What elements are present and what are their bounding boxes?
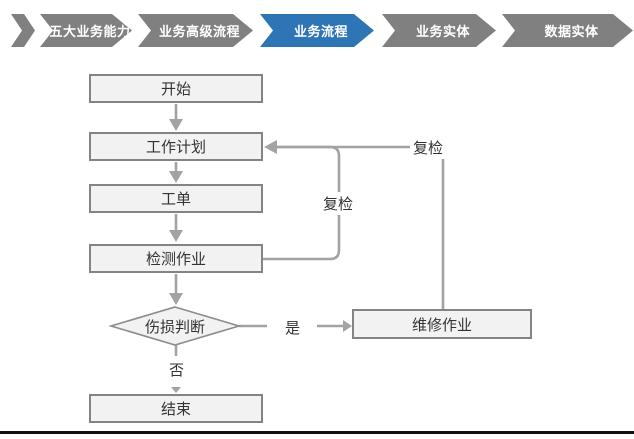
arrowhead-to-workplan [169, 119, 183, 131]
nav-step-data-entity[interactable]: 数据实体 [502, 14, 633, 47]
edge-label-no: 否 [166, 358, 188, 381]
edge-label-recheck-outer: 复检 [410, 136, 447, 159]
chevron-lead-icon [11, 14, 35, 47]
arrowhead-to-end [171, 387, 181, 393]
edge-label-recheck-inner: 复检 [320, 192, 357, 215]
arrowhead-to-decision [169, 293, 183, 305]
node-repair: 维修作业 [352, 309, 532, 339]
node-damage-decision-label: 伤损判断 [144, 318, 205, 336]
edge-label-yes: 是 [282, 316, 304, 339]
node-work-plan: 工作计划 [89, 132, 263, 161]
nav-step-business-entity[interactable]: 业务实体 [382, 14, 496, 47]
node-work-order: 工单 [89, 184, 263, 213]
arrowhead-to-repair [343, 320, 352, 332]
nav-step-business-process[interactable]: 业务流程 [260, 14, 374, 47]
arrowhead-to-workorder [169, 171, 183, 183]
node-end: 结束 [89, 394, 263, 423]
bottom-divider [0, 431, 634, 434]
arrowhead-recheck-to-workplan [264, 140, 277, 154]
nav-step-five-capabilities[interactable]: 五大业务能力 [40, 14, 132, 47]
arrowhead-to-inspection [169, 230, 183, 242]
edge-recheck-from-repair [277, 145, 445, 309]
nav-step-high-level-process[interactable]: 业务高级流程 [138, 14, 253, 47]
node-inspection: 检测作业 [89, 244, 263, 273]
node-start: 开始 [89, 74, 263, 103]
